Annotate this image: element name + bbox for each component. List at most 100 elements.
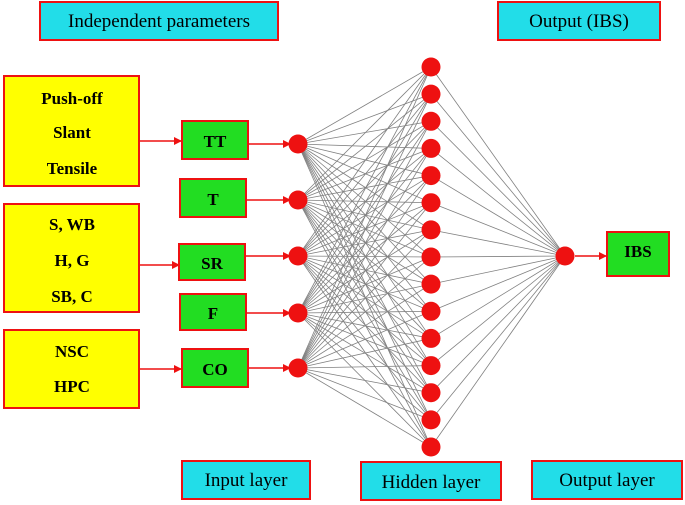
input-label: T bbox=[207, 190, 219, 209]
hidden-neuron bbox=[421, 328, 441, 348]
hidden-neuron bbox=[421, 301, 441, 321]
connection-line bbox=[297, 121, 432, 369]
input-label: TT bbox=[204, 132, 227, 151]
concrete-item: NSC bbox=[55, 342, 89, 361]
input-neuron bbox=[288, 303, 308, 323]
surface-item: S, WB bbox=[49, 215, 95, 234]
connection-line bbox=[297, 143, 432, 393]
connection-line bbox=[297, 283, 432, 369]
hidden-layer-label: Hidden layer bbox=[382, 472, 481, 493]
hidden-neuron bbox=[421, 111, 441, 131]
hidden-neuron bbox=[421, 247, 441, 267]
connection-line bbox=[297, 66, 432, 314]
input-layer-label-box: Input layer bbox=[181, 460, 311, 500]
connection-line bbox=[297, 199, 432, 393]
connection-line bbox=[297, 199, 432, 448]
surface-item: H, G bbox=[55, 251, 90, 270]
connection-line bbox=[297, 93, 432, 314]
connection-line bbox=[297, 199, 432, 285]
hidden-neuron bbox=[421, 166, 441, 186]
connection-line bbox=[297, 120, 432, 145]
output-box-ibs: IBS bbox=[606, 231, 670, 277]
hidden-neuron bbox=[421, 437, 441, 457]
hidden-neuron bbox=[421, 356, 441, 376]
connection-line bbox=[297, 143, 432, 258]
connection-line bbox=[297, 66, 432, 145]
input-layer-label: Input layer bbox=[205, 470, 289, 491]
hidden-neurons bbox=[421, 57, 441, 457]
hidden-neuron bbox=[421, 274, 441, 294]
input-label: SR bbox=[201, 254, 223, 273]
connection-line bbox=[297, 255, 432, 339]
hidden-neuron bbox=[421, 410, 441, 430]
connection-line bbox=[297, 255, 432, 285]
connection-line bbox=[297, 199, 432, 366]
connection-line bbox=[430, 175, 566, 257]
test-type-item: Push-off bbox=[41, 89, 103, 108]
connection-line bbox=[297, 229, 432, 257]
hidden-neuron bbox=[421, 193, 441, 213]
connection-line bbox=[297, 175, 432, 201]
connection-line bbox=[297, 143, 432, 421]
connection-line bbox=[297, 66, 432, 369]
connection-line bbox=[297, 199, 432, 421]
hidden-neuron bbox=[421, 383, 441, 403]
concrete-type-box: NSC HPC bbox=[3, 329, 140, 409]
input-neuron bbox=[288, 358, 308, 378]
concrete-item: HPC bbox=[54, 377, 90, 396]
connection-line bbox=[430, 93, 566, 257]
connection-line bbox=[297, 199, 432, 204]
connection-line bbox=[297, 66, 432, 257]
connection-line bbox=[297, 367, 432, 421]
connection-line bbox=[297, 367, 432, 448]
input-neuron bbox=[288, 190, 308, 210]
input-box-f: F bbox=[179, 293, 247, 331]
output-neuron bbox=[555, 246, 575, 266]
connection-line bbox=[297, 143, 432, 339]
connection-line bbox=[430, 255, 566, 312]
connection-line bbox=[297, 255, 432, 448]
connection-line bbox=[297, 148, 432, 369]
input-neuron bbox=[288, 246, 308, 266]
connection-line bbox=[297, 255, 432, 366]
connection-line bbox=[297, 310, 432, 369]
connection-line bbox=[297, 66, 432, 201]
connection-line bbox=[297, 143, 432, 231]
input-label: F bbox=[208, 304, 218, 323]
connection-line bbox=[430, 255, 566, 285]
output-layer-label-box: Output layer bbox=[531, 460, 683, 500]
input-box-co: CO bbox=[181, 348, 249, 388]
test-type-item: Tensile bbox=[47, 159, 98, 178]
connection-line bbox=[297, 202, 432, 257]
surface-box: S, WB H, G SB, C bbox=[3, 203, 140, 313]
connection-line bbox=[297, 365, 432, 369]
input-box-t: T bbox=[179, 178, 247, 218]
hidden-neuron bbox=[421, 84, 441, 104]
connection-line bbox=[430, 66, 566, 257]
hidden-neuron bbox=[421, 138, 441, 158]
output-label: IBS bbox=[624, 242, 651, 261]
connection-line bbox=[297, 148, 432, 257]
input-box-tt: TT bbox=[181, 120, 249, 160]
input-label: CO bbox=[202, 360, 228, 379]
connection-line bbox=[430, 255, 566, 393]
connection-line bbox=[297, 199, 432, 258]
connection-line bbox=[430, 255, 566, 421]
connection-line bbox=[297, 143, 432, 149]
connection-line bbox=[297, 148, 432, 201]
input-neurons bbox=[288, 134, 308, 378]
input-neuron bbox=[288, 134, 308, 154]
connection-line bbox=[297, 93, 432, 369]
connection-line bbox=[297, 199, 432, 231]
connection-line bbox=[297, 255, 432, 312]
hidden-neuron bbox=[421, 220, 441, 240]
test-type-item: Slant bbox=[53, 123, 91, 142]
connection-line bbox=[297, 255, 432, 393]
output-header-label: Output (IBS) bbox=[529, 11, 629, 32]
output-header: Output (IBS) bbox=[497, 1, 661, 41]
connection-line bbox=[430, 229, 566, 257]
connection-line bbox=[297, 256, 432, 369]
connection-line bbox=[430, 255, 566, 258]
independent-parameters-header: Independent parameters bbox=[39, 1, 279, 41]
connection-line bbox=[297, 202, 432, 369]
